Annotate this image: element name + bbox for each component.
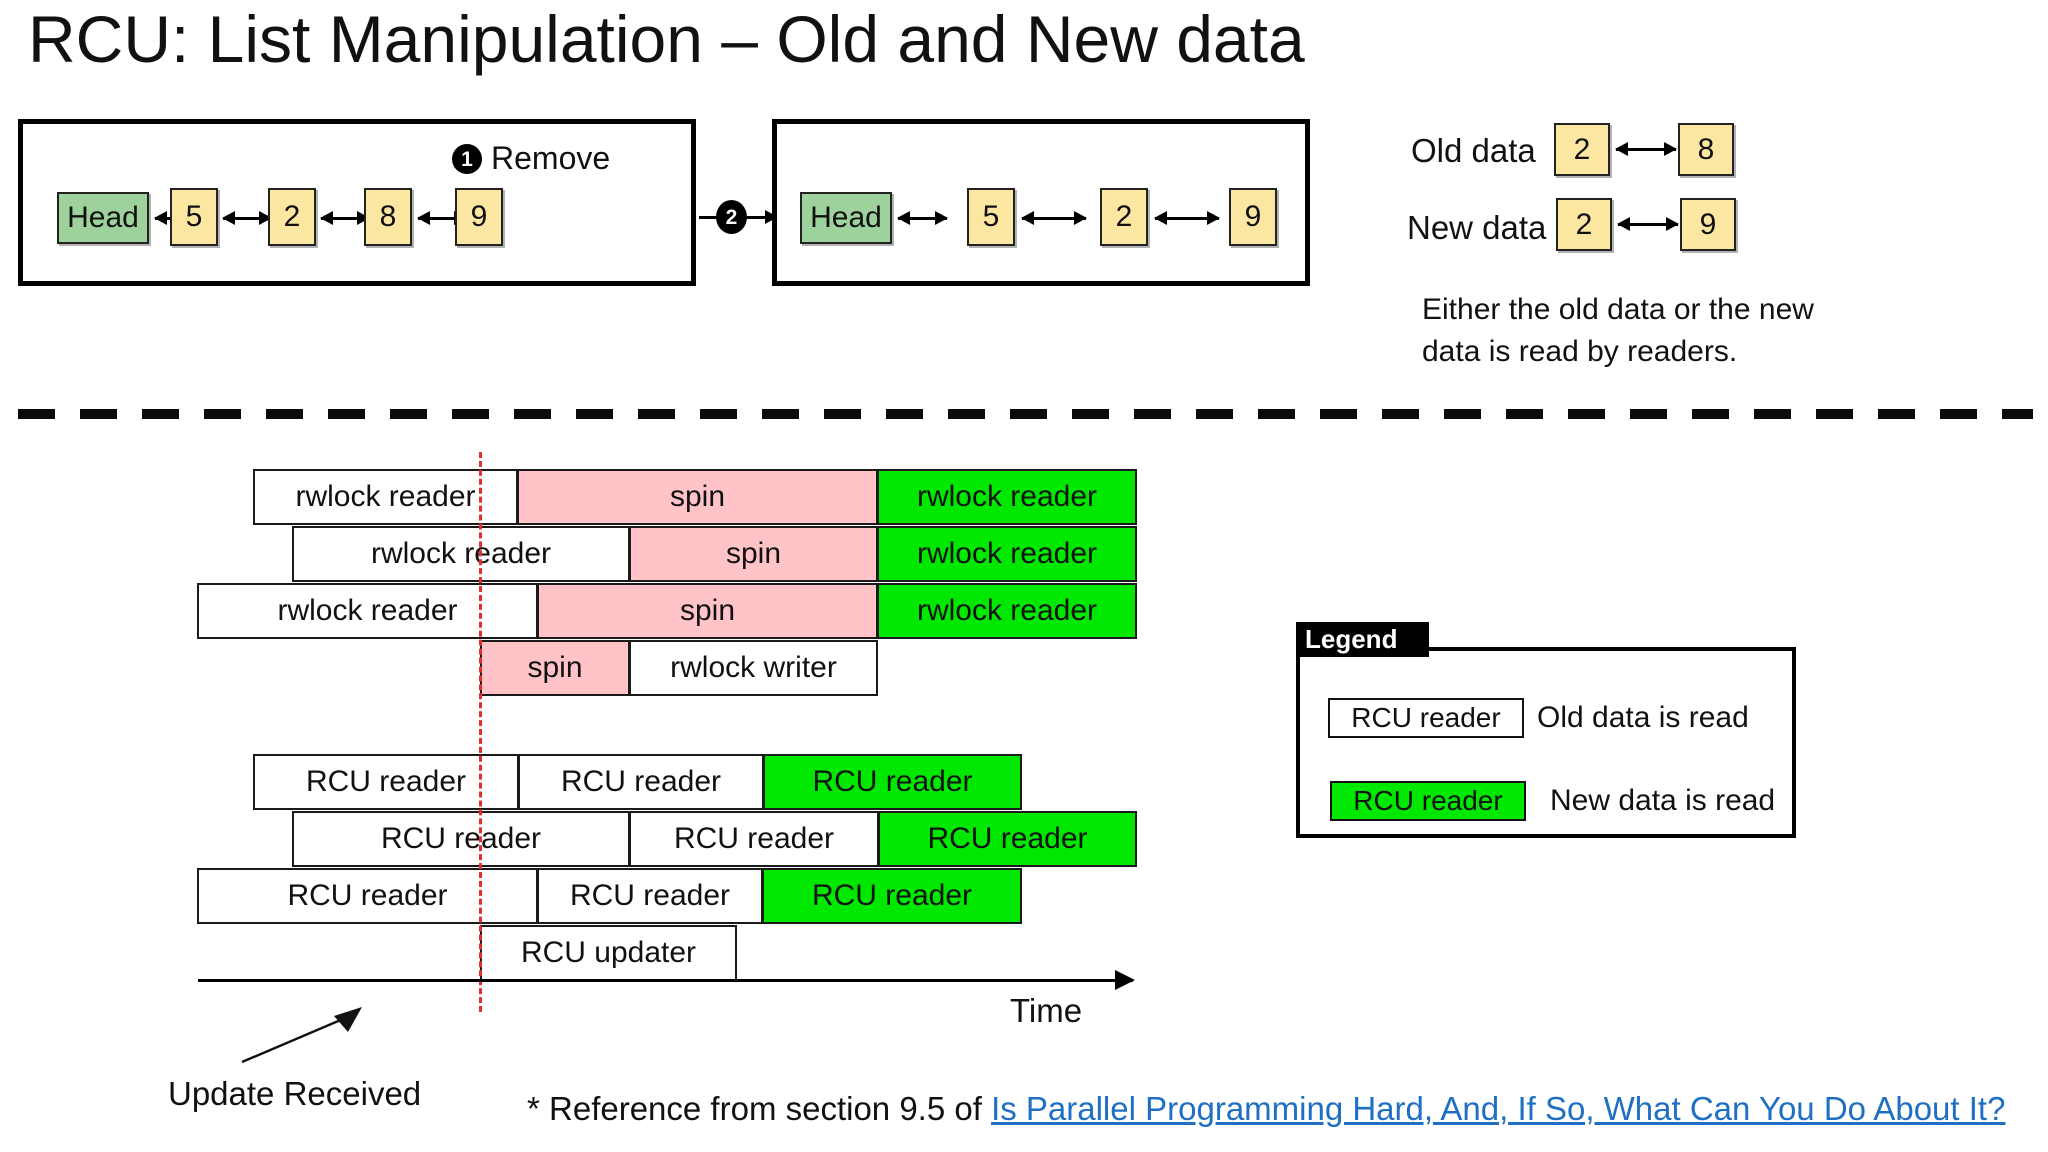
rwlock-segment: rwlock writer	[629, 640, 878, 696]
old-data-link-arrow	[1615, 142, 1677, 156]
legend-sample-new: RCU reader	[1330, 781, 1526, 821]
node-2-before: 2	[268, 188, 316, 246]
rwlock-segment: spin	[480, 640, 630, 696]
section-divider	[18, 409, 2033, 419]
readers-note-line-1: Either the old data or the new	[1422, 293, 1814, 326]
rcu-segment: RCU reader	[629, 811, 879, 867]
footer-prefix: * Reference from section 9.5 of	[527, 1090, 992, 1127]
step-1-label: Remove	[491, 140, 611, 176]
step-2-badge: 2	[716, 200, 747, 234]
rcu-updater-segment: RCU updater	[480, 925, 737, 981]
update-marker-line	[479, 452, 482, 1012]
rwlock-segment: spin	[517, 469, 878, 525]
page-title: RCU: List Manipulation – Old and New dat…	[28, 2, 1305, 76]
rwlock-segment: rwlock reader	[877, 526, 1137, 582]
link-arrow	[222, 211, 272, 225]
update-received-label: Update Received	[168, 1075, 422, 1112]
node-5-after: 5	[967, 188, 1015, 246]
rcu-segment: RCU reader	[878, 811, 1137, 867]
update-received-arrow-icon	[241, 1007, 362, 1064]
rcu-segment: RCU reader	[518, 754, 764, 810]
rwlock-segment: rwlock reader	[877, 583, 1137, 639]
node-8-before: 8	[364, 188, 412, 246]
rwlock-segment: rwlock reader	[292, 526, 630, 582]
legend-sample-old: RCU reader	[1328, 698, 1524, 738]
rwlock-segment: spin	[629, 526, 878, 582]
rwlock-segment: spin	[537, 583, 878, 639]
list-panel-after	[772, 119, 1310, 286]
link-arrow	[897, 211, 948, 225]
footer-link[interactable]: Is Parallel Programming Hard, And, If So…	[991, 1090, 2006, 1127]
link-arrow	[1021, 211, 1087, 225]
time-axis	[198, 970, 1135, 990]
rwlock-segment: rwlock reader	[253, 469, 518, 525]
legend-text-old: Old data is read	[1537, 701, 1749, 734]
node-5-before: 5	[170, 188, 218, 246]
legend-text-new: New data is read	[1550, 784, 1776, 817]
node-head-after: Head	[800, 192, 892, 244]
old-data-label: Old data	[1411, 132, 1536, 169]
node-head-before: Head	[57, 192, 149, 244]
legend-title: Legend	[1296, 622, 1429, 657]
rcu-segment: RCU reader	[292, 811, 630, 867]
time-axis-label: Time	[1010, 992, 1083, 1029]
new-data-label: New data	[1407, 209, 1547, 246]
rcu-segment: RCU reader	[762, 868, 1022, 924]
old-data-node-2: 2	[1554, 123, 1610, 176]
step-1-badge: 1	[452, 144, 482, 174]
node-9-after: 9	[1229, 188, 1277, 246]
rwlock-segment: rwlock reader	[197, 583, 538, 639]
link-arrow	[1154, 211, 1220, 225]
readers-note-line-2: data is read by readers.	[1422, 335, 1738, 368]
node-2-after: 2	[1100, 188, 1148, 246]
footer-reference: * Reference from section 9.5 of Is Paral…	[527, 1090, 2005, 1128]
link-arrow	[320, 211, 370, 225]
new-data-link-arrow	[1617, 217, 1679, 231]
new-data-node-2: 2	[1556, 198, 1612, 251]
rcu-segment: RCU reader	[763, 754, 1022, 810]
rwlock-segment: rwlock reader	[877, 469, 1137, 525]
rcu-segment: RCU reader	[537, 868, 763, 924]
new-data-node-9: 9	[1680, 198, 1736, 251]
node-9-before: 9	[455, 188, 503, 246]
old-data-node-8: 8	[1678, 123, 1734, 176]
rcu-segment: RCU reader	[197, 868, 538, 924]
